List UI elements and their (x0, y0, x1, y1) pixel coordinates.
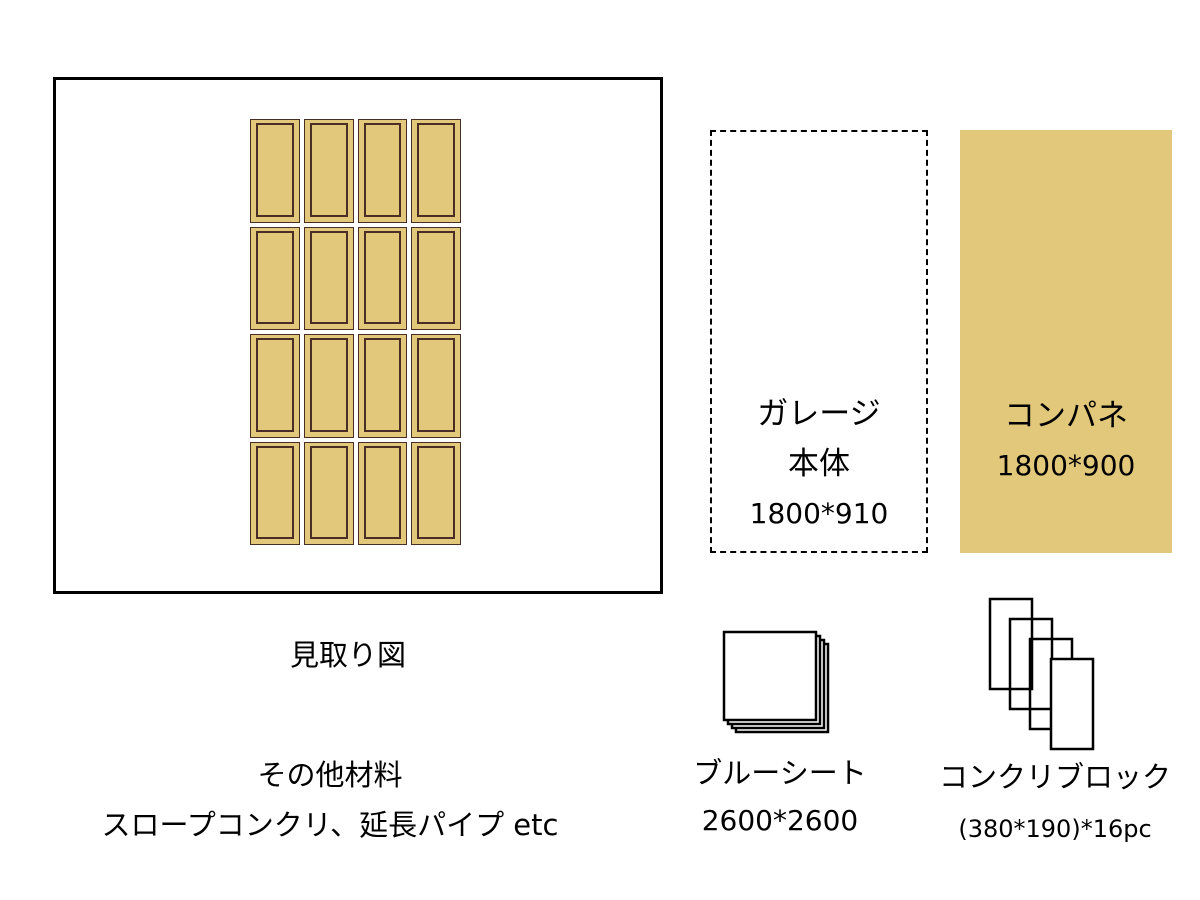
concrete-block-icon (988, 597, 1095, 751)
panel-tile-inner (309, 230, 348, 324)
panel-tile-inner (363, 338, 402, 432)
panel-tile (303, 441, 354, 545)
garage-name-line1: ガレージ (757, 396, 881, 432)
panel-tile-inner (363, 123, 402, 217)
concrete-block-name: コンクリブロック (938, 760, 1171, 794)
panel-tile (411, 334, 461, 438)
panel-tile-inner (256, 230, 294, 324)
panel-tile-inner (363, 445, 402, 539)
panel-tile (250, 441, 300, 545)
blue-sheet-icon (722, 630, 830, 734)
panel-tile (303, 334, 354, 438)
panel-tile (357, 334, 408, 438)
blue-sheet-size: 2600*2600 (701, 804, 859, 837)
conpane-size: 1800*900 (996, 449, 1136, 482)
concrete-block-size: (380*190)*16pc (958, 815, 1152, 843)
panel-tile-inner (309, 338, 348, 432)
panel-tile (357, 226, 408, 330)
panel-tile (411, 441, 461, 545)
panel-tile-inner (309, 445, 348, 539)
panel-tile (250, 119, 300, 223)
panel-tile-inner (256, 338, 294, 432)
panel-tile (303, 226, 354, 330)
garage-name-line2: 本体 (788, 446, 850, 482)
panel-grid (248, 117, 463, 547)
panel-tile (357, 441, 408, 545)
panel-tile (357, 119, 408, 223)
conpane-panel (960, 130, 1172, 553)
blue-sheet-name: ブルーシート (693, 756, 867, 790)
panel-tile-inner (417, 338, 455, 432)
panel-tile-inner (417, 230, 455, 324)
panel-tile-inner (256, 445, 294, 539)
panel-tile-inner (309, 123, 348, 217)
garage-body-outline (710, 130, 928, 553)
panel-tile-inner (417, 123, 455, 217)
panel-tile (250, 334, 300, 438)
layout-frame (53, 77, 663, 594)
panel-tile (303, 119, 354, 223)
panel-tile-inner (363, 230, 402, 324)
panel-tile-inner (417, 445, 455, 539)
panel-tile (411, 119, 461, 223)
other-materials-line1: その他材料 (257, 758, 403, 792)
panel-tile (250, 226, 300, 330)
conpane-name: コンパネ (1004, 398, 1128, 434)
garage-size: 1800*910 (749, 497, 889, 530)
panel-tile-inner (256, 123, 294, 217)
other-materials-line2: スロープコンクリ、延長パイプ etc (101, 808, 559, 842)
panel-tile (411, 226, 461, 330)
layout-caption: 見取り図 (289, 638, 406, 672)
